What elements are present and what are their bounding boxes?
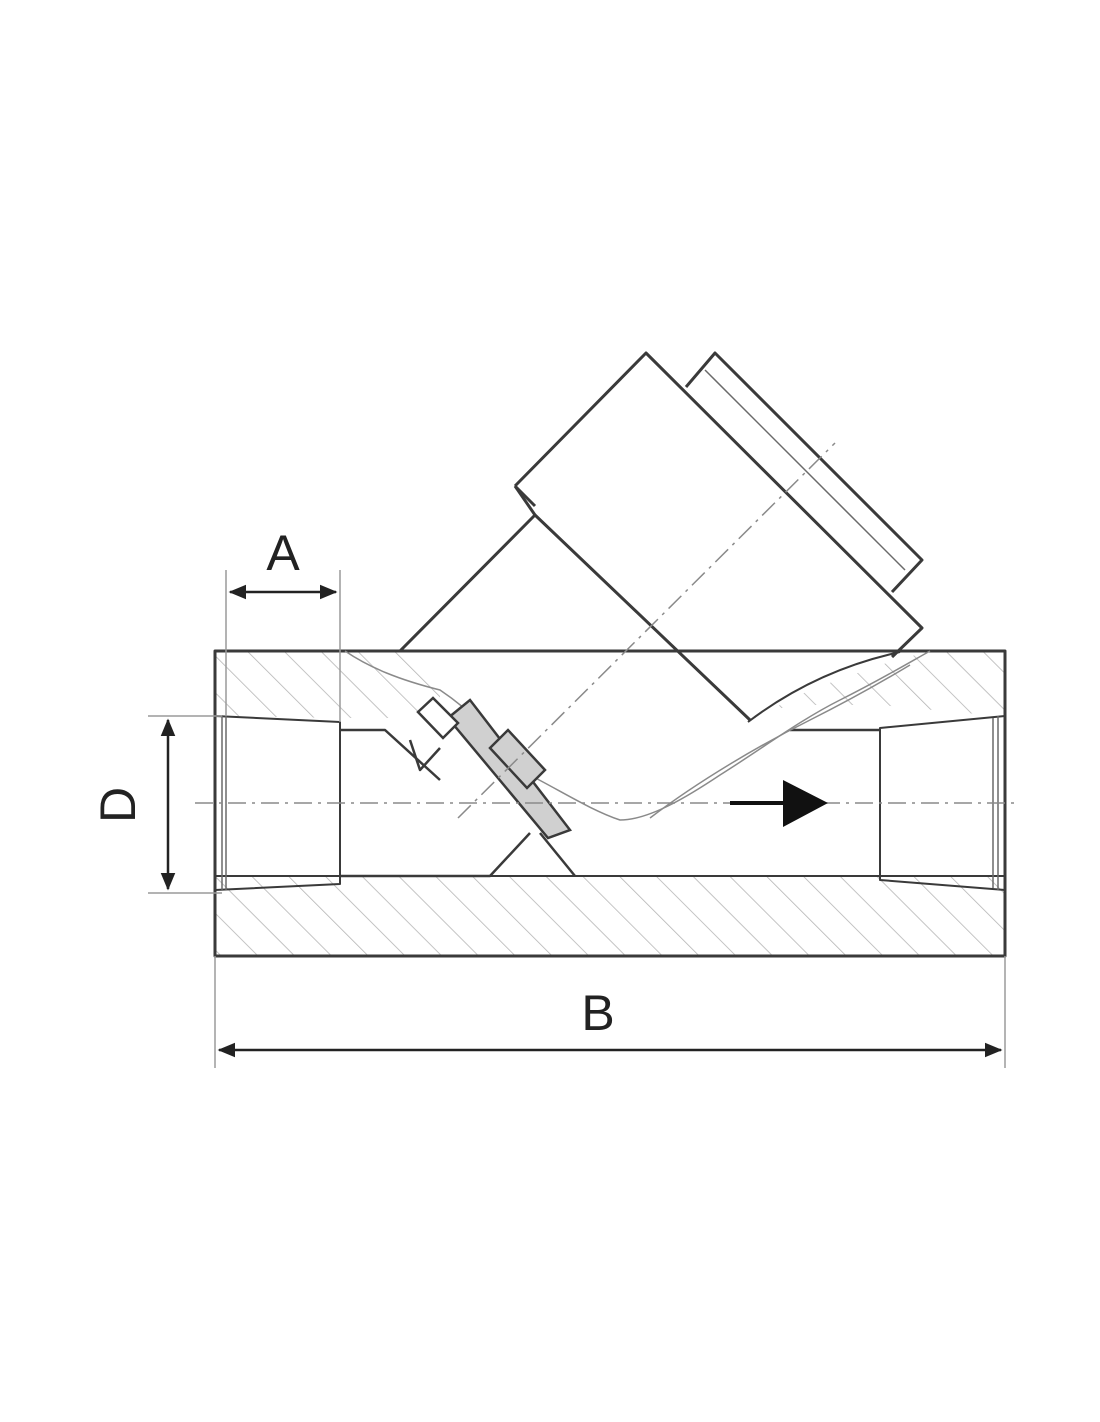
dimension-b: B: [214, 956, 1006, 1068]
dimension-a-label: A: [266, 525, 300, 581]
arrow-right-icon: [730, 780, 828, 827]
strainer-screen: [408, 696, 573, 840]
dimension-d: D: [90, 715, 222, 894]
cutaway-break-lines: [344, 650, 931, 821]
dimension-b-label: B: [581, 985, 614, 1041]
center-lines: [195, 442, 1020, 819]
dimension-d-label: D: [90, 787, 146, 823]
screen-housing: [398, 351, 924, 723]
dimension-a: A: [225, 525, 341, 722]
body-section-hatching: [215, 651, 1005, 956]
